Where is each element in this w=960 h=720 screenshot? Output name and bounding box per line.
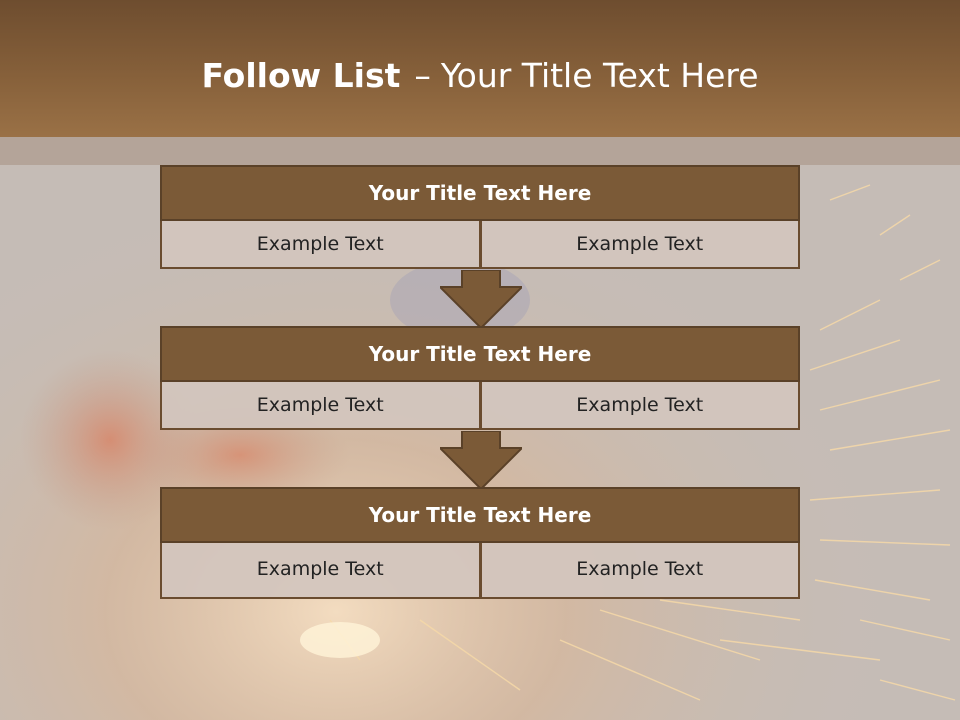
step-cell-right: Example Text — [480, 543, 800, 599]
step-title: Your Title Text Here — [160, 326, 800, 382]
step-cell-left: Example Text — [160, 382, 481, 430]
step-cell-right: Example Text — [480, 221, 800, 269]
header-band — [0, 0, 960, 137]
step-block-1: Your Title Text Here Example Text Exampl… — [160, 165, 800, 269]
step-cell-left: Example Text — [160, 543, 481, 599]
step-block-3: Your Title Text Here Example Text Exampl… — [160, 487, 800, 599]
step-cell-right: Example Text — [480, 382, 800, 430]
slide-title: Follow List–Your Title Text Here — [0, 52, 960, 100]
step-row: Example Text Example Text — [160, 543, 800, 599]
step-block-2: Your Title Text Here Example Text Exampl… — [160, 326, 800, 430]
down-arrow-icon — [440, 431, 522, 491]
down-arrow-icon — [440, 270, 522, 330]
step-row: Example Text Example Text — [160, 382, 800, 430]
slide-title-bold: Follow List — [201, 56, 401, 95]
step-cell-left: Example Text — [160, 221, 481, 269]
step-title: Your Title Text Here — [160, 487, 800, 543]
step-row: Example Text Example Text — [160, 221, 800, 269]
header-shadow-band — [0, 137, 960, 165]
slide-title-text: Your Title Text Here — [440, 56, 759, 95]
step-title: Your Title Text Here — [160, 165, 800, 221]
slide-title-dash: – — [414, 56, 431, 95]
